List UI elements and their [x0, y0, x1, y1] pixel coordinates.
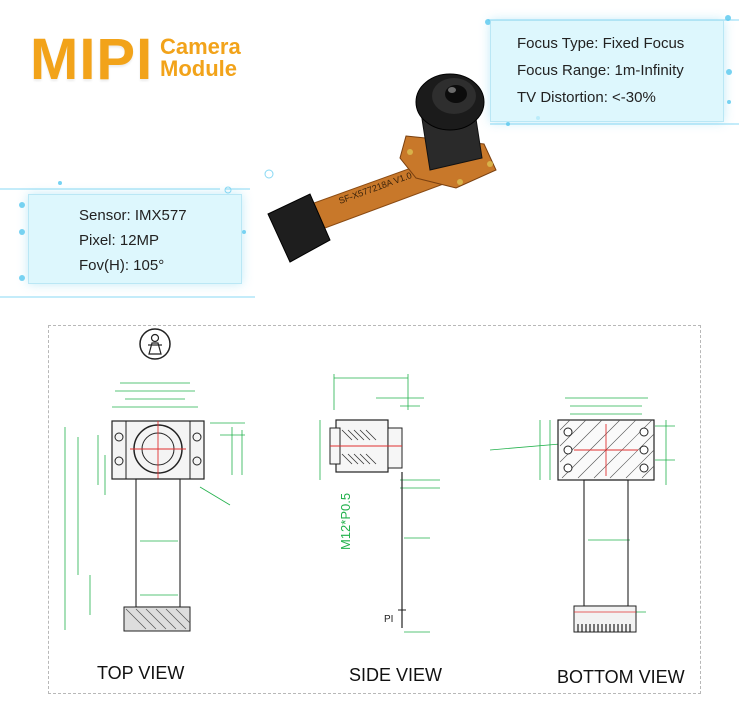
top-view-drawing [64, 382, 245, 632]
technical-drawing-frame [48, 325, 701, 694]
brand-title: MIPI [30, 27, 154, 92]
product-subtitle: Camera Module [160, 36, 241, 80]
spec-sensor: Sensor: IMX577 [79, 207, 187, 224]
camera-module-illustration: SF-X577218A V1.0 [267, 73, 497, 263]
spec-tv-distortion: TV Distortion: <-30% [517, 89, 656, 106]
spec-focus-type: Focus Type: Fixed Focus [517, 35, 685, 52]
subtitle-line-1: Camera [160, 34, 241, 59]
bottom-view-label: BOTTOM VIEW [557, 667, 685, 687]
spec-box-optics: Focus Type: Fixed Focus Focus Range: 1m-… [490, 20, 724, 122]
pin-label: PI [384, 614, 393, 625]
top-view-label: TOP VIEW [97, 663, 185, 683]
subtitle-line-2: Module [160, 56, 237, 81]
spec-fov: Fov(H): 105° [79, 257, 165, 274]
bottom-view-drawing [489, 397, 675, 633]
spec-box-sensor: Sensor: IMX577 Pixel: 12MP Fov(H): 105° [28, 194, 242, 284]
spec-pixel: Pixel: 12MP [79, 232, 160, 249]
spec-focus-range: Focus Range: 1m-Infinity [517, 62, 684, 79]
connector [267, 193, 331, 263]
thread-spec-label: M12*P0.5 [338, 493, 353, 550]
person-icon [139, 328, 171, 360]
side-view-label: SIDE VIEW [349, 665, 443, 685]
side-view-drawing: M12*P0.5 PI [319, 374, 440, 633]
